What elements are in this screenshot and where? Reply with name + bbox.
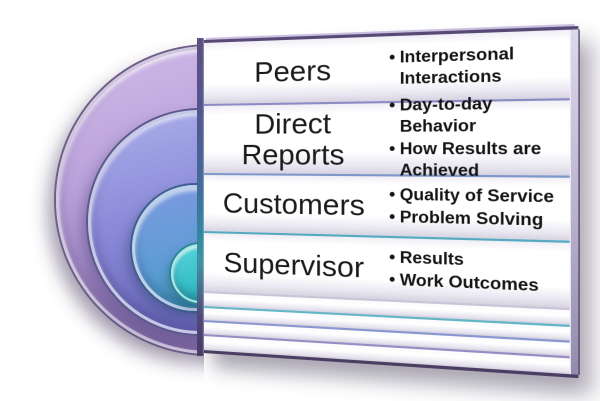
bullet-text: Problem Solving (399, 207, 544, 230)
bullet-text: How Results are Achieved (399, 139, 542, 181)
bullet-dot-icon: • (389, 270, 396, 289)
bullet-dot-icon: • (389, 185, 396, 204)
bullet-text: Work Outcomes (399, 270, 539, 295)
bullet-dot-icon: • (389, 140, 396, 159)
row-label: Supervisor (223, 246, 365, 285)
row-bullets: • Results • Work Outcomes (387, 244, 579, 302)
bullet-item: • Interpersonal Interactions (389, 42, 566, 90)
bullet-text: Day-to-day Behavior (399, 95, 493, 137)
panel-right-edge (569, 29, 579, 375)
row-label: Customers (222, 187, 365, 222)
bullet-dot-icon: • (389, 97, 396, 116)
bullet-dot-icon: • (389, 207, 396, 226)
row-bullets: • Quality of Service • Problem Solving (387, 181, 579, 235)
row-label: Peers (254, 53, 332, 88)
panel-left-edge (197, 38, 204, 356)
row-bullets: • Day-to-day Behavior • How Results are … (387, 89, 579, 186)
bullet-item: • Problem Solving (389, 207, 566, 232)
bullet-item: • Quality of Service (389, 185, 566, 209)
bullet-text: Quality of Service (399, 185, 555, 207)
rows-panel: Peers • Interpersonal Interactions Direc… (203, 25, 579, 379)
row-label: Direct Reports (241, 107, 345, 171)
bullet-dot-icon: • (389, 48, 396, 67)
concentric-rings (0, 0, 204, 401)
bullet-item: • Day-to-day Behavior (389, 93, 566, 138)
row-direct-reports: Direct Reports • Day-to-day Behavior • H… (203, 95, 579, 180)
bullet-text: Results (399, 248, 464, 270)
row-bullets: • Interpersonal Interactions (387, 38, 579, 93)
bullet-item: • How Results are Achieved (389, 139, 566, 183)
row-customers: Customers • Quality of Service • Problem… (203, 175, 579, 244)
bullet-dot-icon: • (389, 248, 396, 267)
bullet-text: Interpersonal Interactions (399, 44, 515, 88)
